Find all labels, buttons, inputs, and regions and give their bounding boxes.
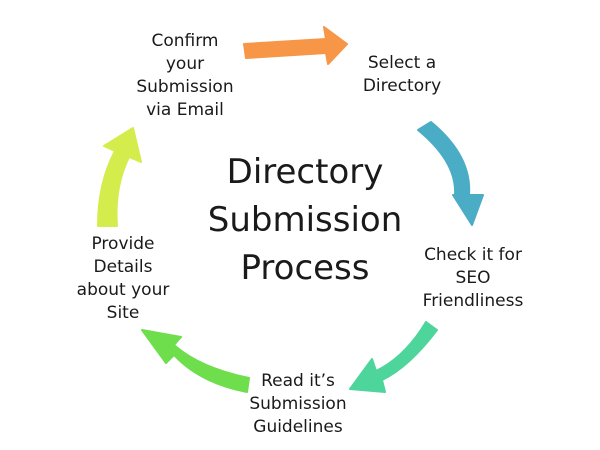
step-label-line: Provide <box>91 234 155 254</box>
step-label-line: Submission <box>136 77 234 97</box>
step-check-seo: Check it for SEO Friendliness <box>398 244 548 313</box>
step-select-directory: Select a Directory <box>338 52 466 98</box>
step-label-line: Submission <box>249 394 347 414</box>
step-label-line: Check it for <box>424 245 522 265</box>
step-label-line: Friendliness <box>422 291 524 311</box>
title-line: Submission <box>207 200 403 240</box>
arrow-blue-select-to-check <box>417 121 484 226</box>
step-label-line: Select a <box>367 53 437 73</box>
step-label-line: Details <box>93 257 153 277</box>
diagram-title: Directory Submission Process <box>185 148 425 292</box>
step-label-line: SEO <box>455 268 491 288</box>
step-read-guidelines: Read it’s Submission Guidelines <box>228 370 368 439</box>
arrow-teal-check-to-read <box>349 321 438 393</box>
title-line: Process <box>240 248 370 288</box>
step-label-line: about your <box>76 280 170 300</box>
step-label-line: Read it’s <box>261 371 335 391</box>
title-line: Directory <box>226 152 384 192</box>
arrow-yellow-provide-to-confirm <box>97 127 142 227</box>
step-provide-details: Provide Details about your Site <box>58 233 188 325</box>
step-label-line: Site <box>106 303 140 323</box>
arrow-green-read-to-provide <box>141 329 250 393</box>
step-label-line: your <box>165 54 205 74</box>
step-label-line: Guidelines <box>253 417 343 437</box>
step-label-line: Confirm <box>151 31 219 51</box>
step-label-line: Directory <box>362 76 442 96</box>
step-label-line: via Email <box>146 100 224 120</box>
arrow-orange-confirm-to-select <box>243 26 348 65</box>
step-confirm-submission: Confirm your Submission via Email <box>120 30 250 122</box>
